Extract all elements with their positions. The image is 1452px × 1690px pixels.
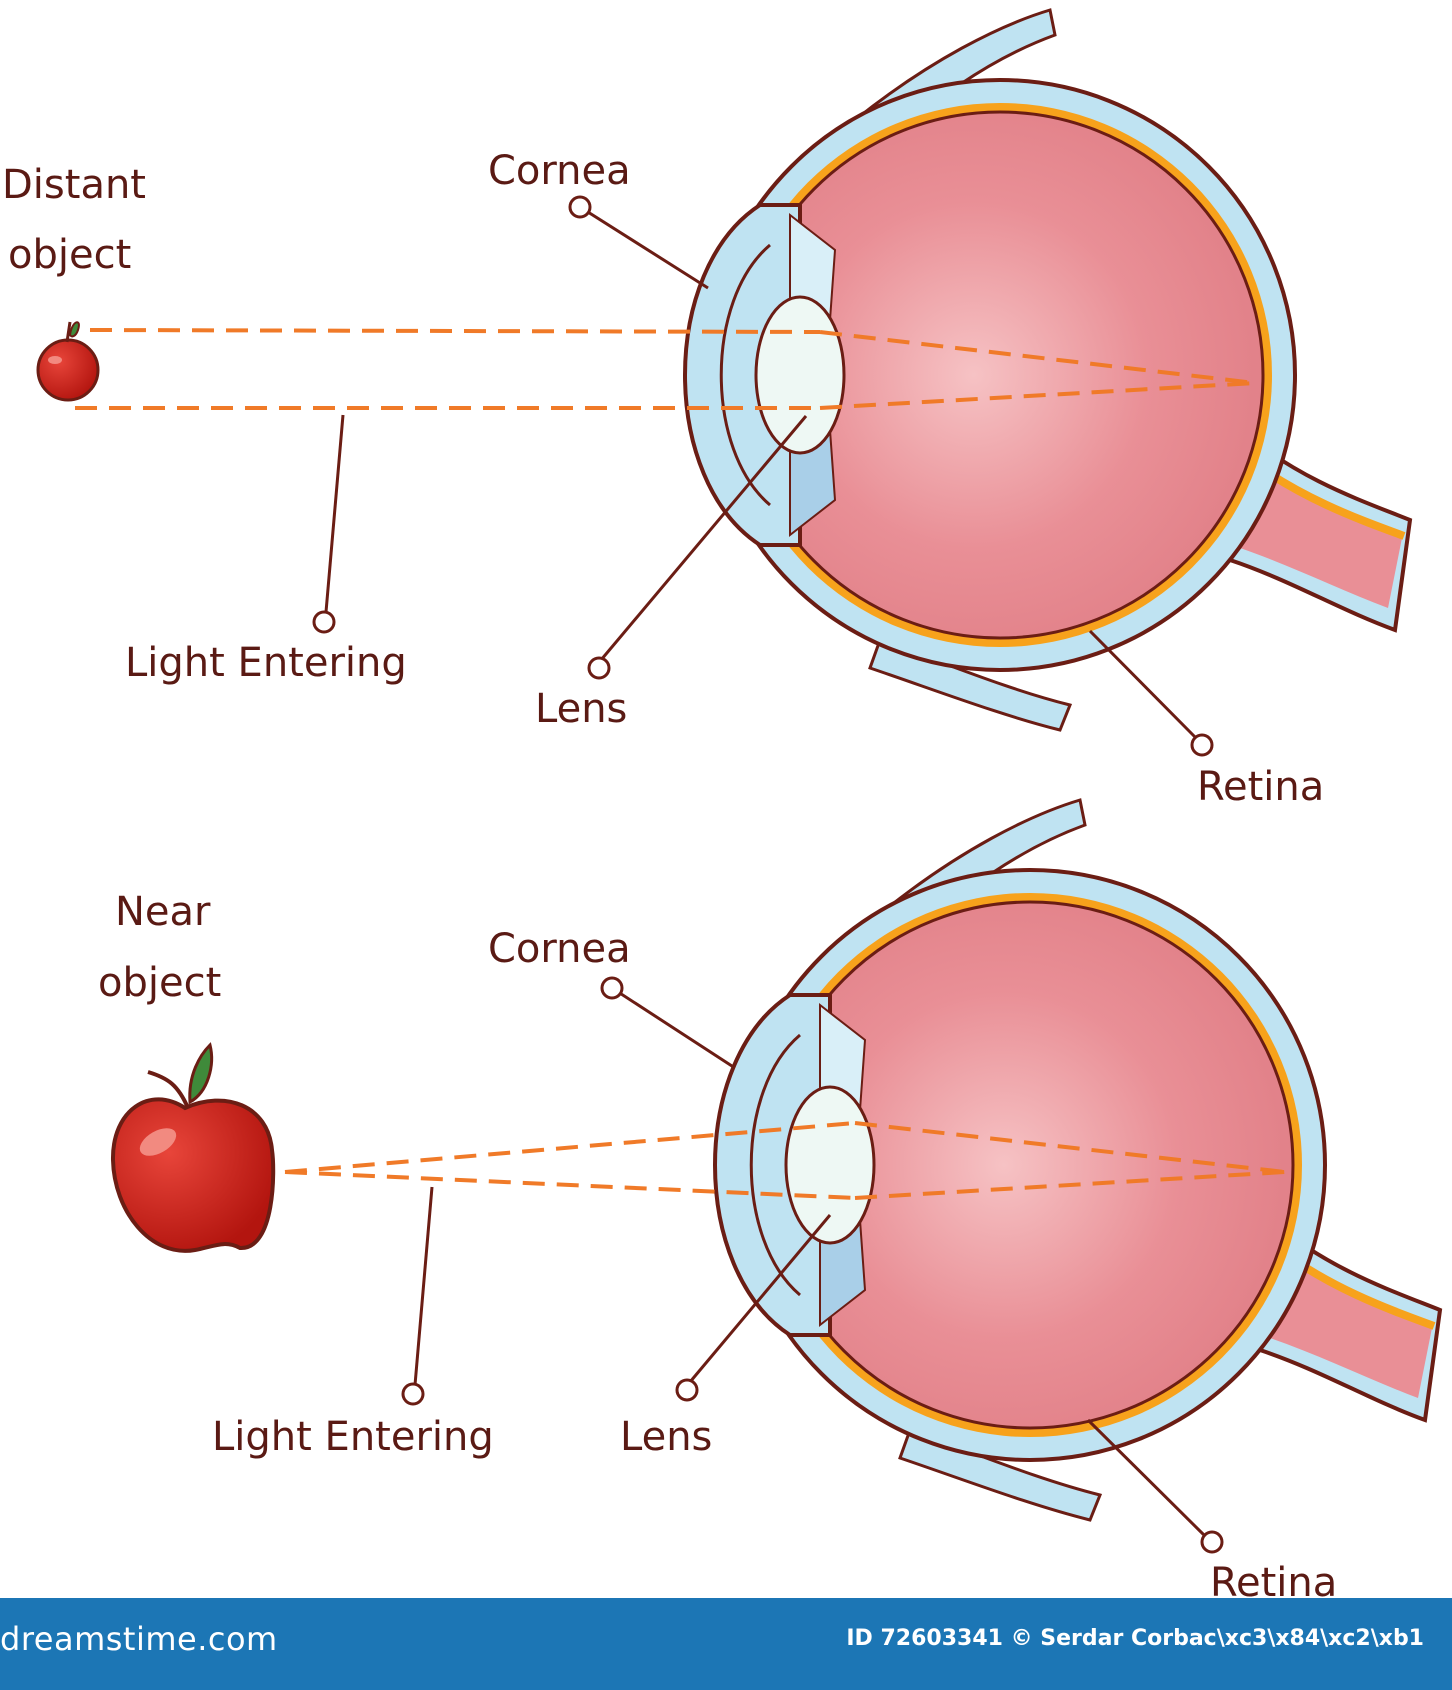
lens-marker xyxy=(587,656,611,680)
lens-marker xyxy=(675,1378,699,1402)
eye-illustration xyxy=(685,10,1410,730)
lens-leader-line xyxy=(688,1214,832,1383)
distant-eye-panel: Distant object Cornea Light Entering Len… xyxy=(2,10,1410,810)
light-entering-label: Light Entering xyxy=(212,1414,494,1460)
cornea-marker xyxy=(568,195,592,219)
retina-leader-line xyxy=(1086,1418,1207,1538)
small-apple-icon xyxy=(36,321,100,402)
light-rays-diverging xyxy=(284,1121,1286,1200)
light-marker xyxy=(401,1382,425,1406)
retina-marker xyxy=(1200,1530,1224,1554)
eye-focusing-diagram: Distant object Cornea Light Entering Len… xyxy=(2,0,1452,1598)
near-object-label-line1: Near xyxy=(115,889,211,935)
brand-watermark: dreamstime.com xyxy=(0,1620,278,1658)
cornea-label: Cornea xyxy=(488,148,631,194)
cornea-marker xyxy=(600,976,624,1000)
retina-label: Retina xyxy=(1197,764,1324,810)
lens-leader-line xyxy=(599,415,808,661)
eye-illustration xyxy=(715,800,1440,1520)
light-leader-line xyxy=(324,414,345,613)
distant-object-label-line1: Distant xyxy=(2,162,146,208)
lens-label: Lens xyxy=(620,1414,712,1460)
lens-label: Lens xyxy=(535,686,627,732)
retina-label: Retina xyxy=(1210,1560,1337,1598)
retina-marker xyxy=(1190,733,1214,757)
retina-leader-line xyxy=(1088,629,1198,740)
light-rays-parallel xyxy=(75,328,1256,410)
light-entering-label: Light Entering xyxy=(125,640,407,686)
light-leader-line xyxy=(413,1186,434,1386)
image-credit: ID 72603341 © Serdar Corbac\xc3\x84\xc2\… xyxy=(846,1626,1424,1651)
cornea-leader-line xyxy=(579,205,709,290)
cornea-label: Cornea xyxy=(488,926,631,972)
near-object-label-line2: object xyxy=(98,960,221,1006)
cornea-leader-line xyxy=(611,986,736,1070)
watermark-footer: dreamstime.com ID 72603341 © Serdar Corb… xyxy=(0,1598,1452,1690)
distant-object-label-line2: object xyxy=(8,232,131,278)
near-eye-panel: Near object Cornea Light Entering Lens R… xyxy=(98,800,1440,1598)
light-marker xyxy=(312,610,336,634)
large-apple-icon xyxy=(110,1042,276,1253)
